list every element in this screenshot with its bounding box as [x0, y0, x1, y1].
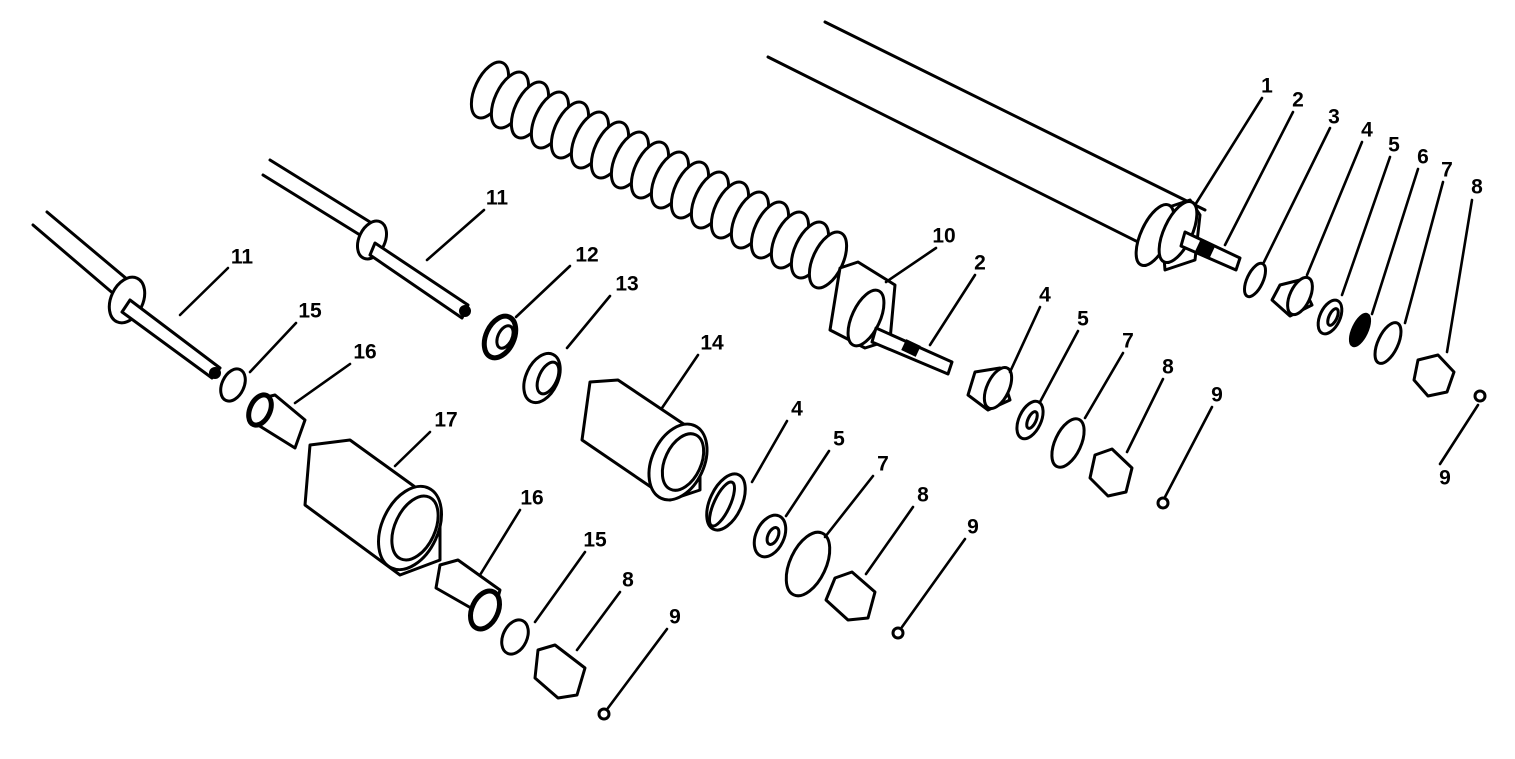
washer-part-3 [1242, 261, 1268, 299]
seal-part-7a [1373, 321, 1403, 365]
callout-15: 15 [583, 528, 607, 552]
callout-11: 11 [485, 186, 509, 210]
callout-2: 2 [1292, 88, 1304, 112]
callout-13: 13 [615, 272, 639, 296]
callout-1: 1 [1261, 74, 1273, 98]
callout-5: 5 [833, 427, 845, 451]
callout-7: 7 [1122, 329, 1134, 353]
bushing-part-16a [246, 392, 307, 450]
callout-8: 8 [1162, 355, 1174, 379]
nut-part-8b [1088, 447, 1134, 498]
callout-11: 11 [230, 245, 254, 269]
callout-9: 9 [669, 605, 681, 629]
bearing-part-5c [752, 513, 788, 559]
callout-15: 15 [298, 299, 322, 323]
callout-9: 9 [967, 515, 979, 539]
callout-8: 8 [1471, 175, 1483, 199]
callout-8: 8 [622, 568, 634, 592]
bearing-part-4b [966, 366, 1014, 412]
callout-4: 4 [1361, 118, 1373, 142]
callout-16: 16 [353, 340, 377, 364]
seal-part-13 [522, 351, 562, 405]
callout-5: 5 [1388, 133, 1400, 157]
washer-part-15a [219, 367, 247, 403]
bearing-part-4c [705, 472, 747, 532]
callout-9: 9 [1211, 383, 1223, 407]
nut-part-8c [824, 570, 877, 622]
callout-6: 6 [1417, 145, 1429, 169]
bushing-part-16b [434, 558, 503, 632]
shaft-part-11a [31, 210, 222, 380]
bearing-part-4a [1270, 275, 1314, 318]
callout-5: 5 [1077, 307, 1089, 331]
screw-part-9a [1473, 389, 1487, 403]
callout-8: 8 [917, 483, 929, 507]
washer-part-6 [1348, 312, 1372, 348]
bushing-part-12 [481, 313, 519, 361]
callout-9: 9 [1439, 466, 1451, 490]
callout-2: 2 [974, 251, 986, 275]
washer-part-15b [500, 618, 530, 656]
callout-4: 4 [791, 397, 803, 421]
callout-14: 14 [700, 331, 724, 355]
callout-12: 12 [575, 243, 599, 267]
sleeve-part-17 [303, 438, 443, 577]
seal-part-7c [784, 530, 832, 598]
callout-7: 7 [1441, 158, 1453, 182]
threaded-spindle-part-2b [870, 326, 954, 376]
spiral-roller-part-10 [469, 60, 897, 350]
callout-7: 7 [877, 452, 889, 476]
callout-3: 3 [1328, 105, 1340, 129]
seal-part-7b [1050, 417, 1086, 469]
leader-lines [178, 96, 1480, 710]
screw-part-9c [891, 626, 905, 640]
screw-part-9d [597, 707, 611, 721]
bearing-part-5a [1316, 298, 1344, 336]
bearing-part-5b [1015, 399, 1045, 441]
callout-16: 16 [520, 486, 544, 510]
long-roller-part-1 [766, 20, 1207, 272]
threaded-spindle-part-2 [1179, 230, 1242, 272]
nut-part-8d [533, 643, 587, 700]
callout-17: 17 [434, 408, 458, 432]
callout-4: 4 [1039, 283, 1051, 307]
shaft-part-11b [261, 158, 471, 320]
nut-part-8a [1412, 353, 1456, 398]
callout-10: 10 [932, 224, 956, 248]
sleeve-part-14 [580, 378, 709, 502]
screw-part-9b [1156, 496, 1170, 510]
